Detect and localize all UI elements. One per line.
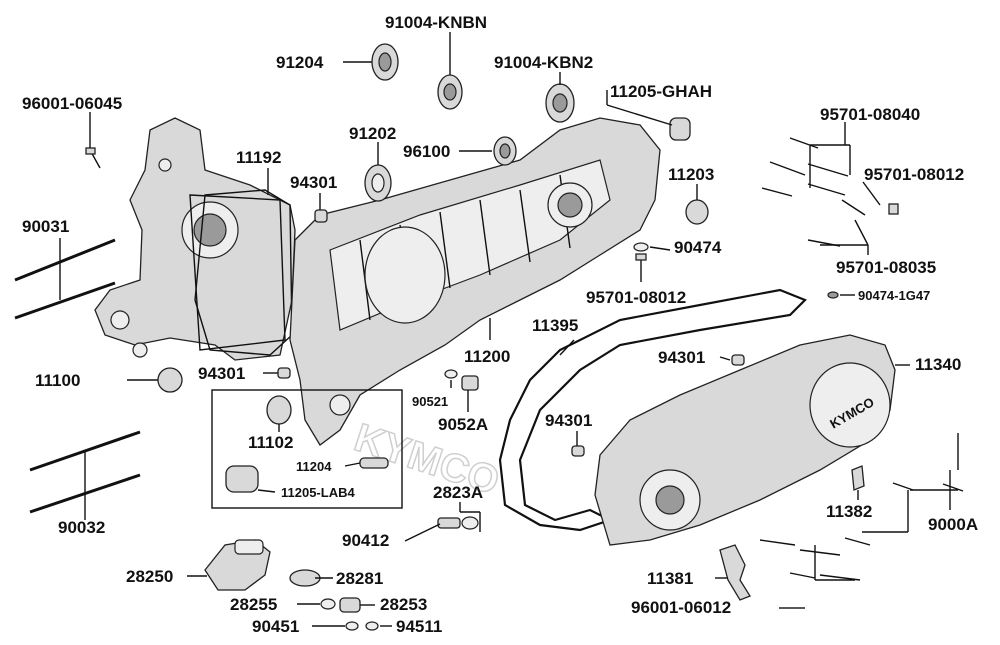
label-90451: 90451 — [252, 617, 299, 636]
bolt-95701-08012-b — [635, 253, 647, 272]
gasket-11192 — [194, 189, 293, 356]
label-96001-06045: 96001-06045 — [22, 94, 122, 113]
label-11204: 11204 — [296, 459, 332, 474]
clutch-cover-11340: KYMCO — [594, 334, 896, 546]
bushing-11102 — [266, 395, 292, 425]
washer-90474-1g47 — [827, 291, 839, 299]
label-90412: 90412 — [342, 531, 389, 550]
label-94301-b: 94301 — [658, 348, 705, 367]
label-90474-1g47: 90474-1G47 — [858, 288, 930, 303]
label-91204: 91204 — [276, 53, 324, 72]
label-94301-c: 94301 — [198, 364, 245, 383]
label-91202: 91202 — [349, 124, 396, 143]
label-9052a: 9052A — [438, 415, 488, 434]
bearing-91204 — [371, 43, 399, 81]
label-94511: 94511 — [396, 617, 442, 636]
bushing-11100 — [157, 367, 183, 393]
label-95701-08012-b: 95701-08012 — [586, 288, 686, 307]
dowel-94301-b — [731, 354, 745, 366]
label-28255: 28255 — [230, 595, 277, 614]
plug-9052a — [461, 375, 479, 391]
bushing-11203 — [685, 199, 709, 225]
label-95701-08040: 95701-08040 — [820, 105, 920, 124]
bolt-96001-06045 — [85, 147, 101, 169]
label-11381: 11381 — [647, 569, 693, 588]
stud-90031 — [14, 238, 116, 320]
bushing-11205-ghah — [669, 117, 691, 141]
label-11203: 11203 — [668, 165, 714, 184]
washer-90521 — [444, 369, 458, 379]
bolt-95701-08012-a — [888, 203, 899, 215]
dowel-94301-a — [314, 209, 328, 223]
label-11192: 11192 — [236, 148, 281, 167]
bracket-11381 — [719, 544, 751, 601]
dowel-94301-c — [277, 367, 291, 379]
leader-lines — [59, 32, 958, 627]
label-28281: 28281 — [336, 569, 383, 588]
seal-91202 — [364, 164, 392, 202]
washer-90451 — [345, 621, 359, 631]
label-11200: 11200 — [464, 347, 510, 366]
seal-96100 — [493, 136, 517, 166]
bearing-91004-kbn2 — [545, 83, 575, 123]
kick-gear-28250 — [204, 539, 271, 591]
label-11102: 11102 — [248, 433, 293, 452]
bolt-group-9000a — [759, 433, 964, 581]
label-91004-knbn: 91004-KNBN — [385, 13, 487, 32]
dowel-94301-d — [571, 445, 585, 457]
label-90032: 90032 — [58, 518, 105, 537]
washer-28255 — [320, 598, 336, 610]
label-94301-d: 94301 — [545, 411, 592, 430]
washer-90474 — [633, 242, 649, 252]
collar-11205-lab4 — [225, 465, 259, 493]
bushing-28253 — [339, 597, 361, 613]
label-90474: 90474 — [674, 238, 722, 257]
bolt-group-95701 — [761, 137, 866, 247]
label-11340: 11340 — [915, 355, 961, 374]
clip-94511 — [365, 621, 379, 631]
label-91004-kbn2: 91004-KBN2 — [494, 53, 593, 72]
label-95701-08035: 95701-08035 — [836, 258, 936, 277]
label-96100: 96100 — [403, 142, 450, 161]
label-90031: 90031 — [22, 217, 69, 236]
label-95701-08012-a: 95701-08012 — [864, 165, 964, 184]
label-11382: 11382 — [826, 502, 872, 521]
gasket-11395 — [498, 288, 807, 532]
label-28250: 28250 — [126, 567, 173, 586]
label-11205-ghah: 11205-GHAH — [610, 82, 712, 101]
label-28253: 28253 — [380, 595, 427, 614]
bearing-91004-knbn — [437, 74, 463, 110]
label-11395: 11395 — [532, 316, 578, 335]
label-9000a: 9000A — [928, 515, 978, 534]
label-11100: 11100 — [35, 371, 80, 390]
right-crankcase-half — [289, 117, 661, 446]
pin-90412 — [437, 516, 479, 530]
label-2823a: 2823A — [433, 483, 483, 502]
left-crankcase-half — [94, 117, 296, 361]
label-90521: 90521 — [412, 394, 448, 409]
label-11205-lab4: 11205-LAB4 — [281, 485, 355, 500]
inset-box — [211, 389, 403, 509]
part-labels: 91004-KNBN 91204 91004-KBN2 96001-06045 … — [22, 13, 978, 636]
label-94301-a: 94301 — [290, 173, 337, 192]
clip-11382 — [851, 465, 865, 491]
label-96001-06012: 96001-06012 — [631, 598, 731, 617]
collar-11204 — [359, 457, 389, 469]
